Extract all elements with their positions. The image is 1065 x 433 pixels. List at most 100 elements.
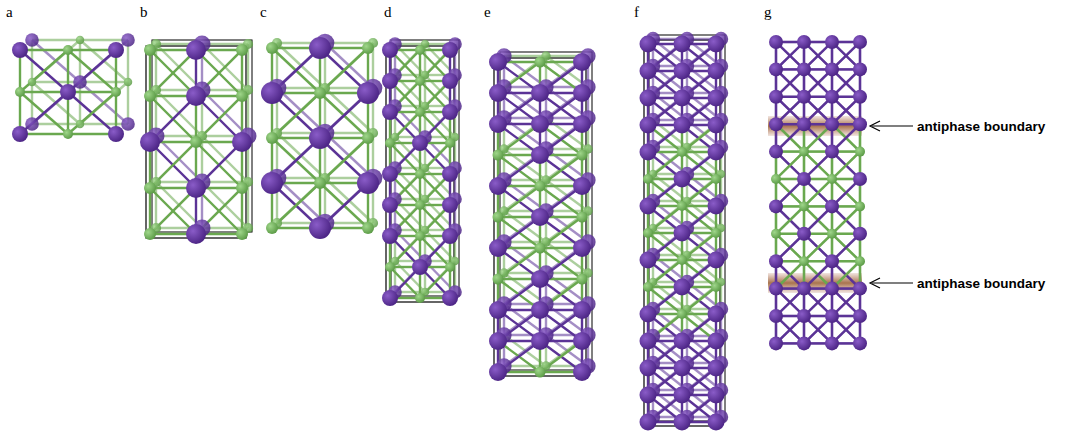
ligand-atom bbox=[236, 182, 248, 194]
callout-label: antiphase boundary bbox=[916, 119, 1046, 134]
metal-atom bbox=[640, 198, 657, 215]
ligand-atom bbox=[535, 57, 546, 68]
metal-atom bbox=[825, 309, 839, 323]
metal-atom bbox=[853, 62, 867, 76]
ligand-atom bbox=[855, 147, 865, 157]
ligand-atom bbox=[577, 150, 588, 161]
metal-atom bbox=[769, 90, 783, 104]
metal-atom bbox=[674, 360, 691, 377]
ligand-atom bbox=[711, 228, 721, 238]
metal-atom bbox=[797, 282, 811, 296]
metal-atom bbox=[640, 306, 657, 323]
metal-atom bbox=[442, 228, 458, 244]
ligand-atom bbox=[772, 175, 781, 184]
metal-atom bbox=[769, 145, 783, 159]
metal-atom bbox=[382, 197, 398, 213]
ligand-atom bbox=[800, 202, 809, 211]
leader-arrow bbox=[872, 282, 913, 283]
metal-atom bbox=[769, 336, 783, 350]
metal-atom bbox=[674, 171, 691, 188]
ligand-atom bbox=[63, 45, 73, 55]
metal-atom bbox=[640, 63, 657, 80]
panel-letter: f bbox=[634, 4, 639, 21]
metal-atom bbox=[769, 199, 783, 213]
metal-atom bbox=[573, 177, 591, 195]
metal-atom bbox=[640, 333, 657, 350]
metal-atom bbox=[442, 42, 458, 58]
ligand-atom bbox=[799, 147, 809, 157]
ligand-atom bbox=[677, 201, 687, 211]
bond bbox=[20, 50, 68, 92]
ligand-atom bbox=[362, 222, 374, 234]
metal-atom bbox=[25, 33, 39, 47]
metal-atom bbox=[825, 62, 839, 76]
metal-atom bbox=[674, 36, 691, 53]
metal-atom bbox=[708, 360, 725, 377]
ligand-atom bbox=[855, 201, 865, 211]
metal-atom bbox=[489, 53, 507, 71]
metal-atom bbox=[357, 82, 379, 104]
ligand-atom bbox=[415, 169, 425, 179]
metal-atom bbox=[797, 35, 811, 49]
ligand-atom bbox=[314, 87, 326, 99]
metal-atom bbox=[442, 197, 458, 213]
ligand-atom bbox=[124, 78, 133, 87]
metal-atom bbox=[412, 135, 428, 151]
ligand-atom bbox=[314, 177, 326, 189]
metal-atom bbox=[573, 115, 591, 133]
metal-atom bbox=[442, 166, 458, 182]
ligand-atom bbox=[362, 132, 374, 144]
ligand-atom bbox=[385, 262, 395, 272]
ligand-atom bbox=[771, 229, 781, 239]
ligand-atom bbox=[677, 309, 687, 319]
metal-atom bbox=[640, 90, 657, 107]
metal-atom bbox=[489, 84, 507, 102]
ligand-atom bbox=[236, 228, 248, 240]
metal-atom bbox=[825, 282, 839, 296]
panel-letter: e bbox=[484, 4, 491, 21]
metal-atom bbox=[797, 336, 811, 350]
metal-atom bbox=[674, 333, 691, 350]
ligand-atom bbox=[236, 44, 248, 56]
ligand-atom bbox=[493, 150, 504, 161]
ligand-atom bbox=[828, 230, 837, 239]
metal-atom bbox=[853, 336, 867, 350]
ligand-atom bbox=[643, 174, 653, 184]
metal-atom bbox=[640, 414, 657, 431]
metal-atom bbox=[25, 117, 39, 131]
metal-atom bbox=[382, 290, 398, 306]
metal-atom bbox=[674, 279, 691, 296]
callout-label: antiphase boundary bbox=[916, 276, 1046, 291]
metal-atom bbox=[186, 224, 206, 244]
metal-atom bbox=[825, 145, 839, 159]
ligand-atom bbox=[643, 228, 653, 238]
panel-letter: d bbox=[384, 4, 392, 21]
metal-atom bbox=[825, 90, 839, 104]
ligand-atom bbox=[144, 90, 156, 102]
metal-atom bbox=[825, 199, 839, 213]
bond bbox=[241, 188, 243, 234]
metal-atom bbox=[674, 387, 691, 404]
metal-atom bbox=[531, 301, 549, 319]
ligand-atom bbox=[855, 256, 865, 266]
ligand-atom bbox=[144, 44, 156, 56]
metal-atom bbox=[442, 290, 458, 306]
metal-atom bbox=[825, 117, 839, 131]
metal-atom bbox=[12, 126, 28, 142]
metal-atom bbox=[309, 37, 331, 59]
ligand-atom bbox=[415, 293, 425, 303]
metal-atom bbox=[442, 73, 458, 89]
metal-atom bbox=[797, 117, 811, 131]
metal-atom bbox=[769, 282, 783, 296]
metal-atom bbox=[708, 144, 725, 161]
ligand-atom bbox=[266, 132, 278, 144]
panel-letter: g bbox=[764, 4, 772, 21]
metal-atom bbox=[640, 117, 657, 134]
ligand-atom bbox=[856, 202, 865, 211]
metal-atom bbox=[674, 414, 691, 431]
metal-atom bbox=[60, 84, 76, 100]
ligand-atom bbox=[493, 212, 504, 223]
metal-atom bbox=[708, 333, 725, 350]
ligand-atom bbox=[771, 174, 781, 184]
